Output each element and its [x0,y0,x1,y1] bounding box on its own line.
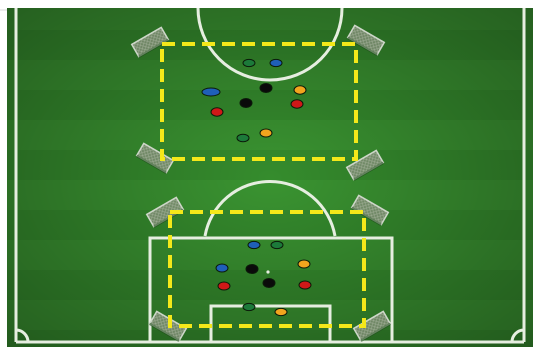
upper-zone-orange-player-marker [294,86,306,94]
lower-zone-orange-player-marker [275,308,287,315]
upper-zone-green-player-marker [237,134,249,142]
upper-zone-orange-player-marker [260,129,272,137]
lower-zone-red-player-marker [299,281,311,289]
lower-zone-black-player-marker [246,265,258,274]
upper-zone-green-player-marker [243,59,255,66]
penalty-spot [266,270,269,273]
upper-zone-blue-player-marker [202,88,220,96]
lower-zone-black-player-marker [263,279,275,288]
lower-zone-red-player-marker [218,282,230,290]
upper-zone-black-player-marker [260,84,272,93]
upper-zone-blue-player-marker [270,59,282,66]
upper-zone-black-player-marker [240,99,252,108]
lower-zone-blue-player-marker [248,241,260,248]
upper-zone-red-player-marker [211,108,223,116]
upper-zone-red-player-marker [291,100,303,108]
lower-zone-orange-player-marker [298,260,310,268]
grass-field [7,8,533,347]
lower-zone-blue-player-marker [216,264,228,272]
lower-zone-green-player-marker [243,303,255,310]
lower-zone-green-player-marker [271,241,283,248]
